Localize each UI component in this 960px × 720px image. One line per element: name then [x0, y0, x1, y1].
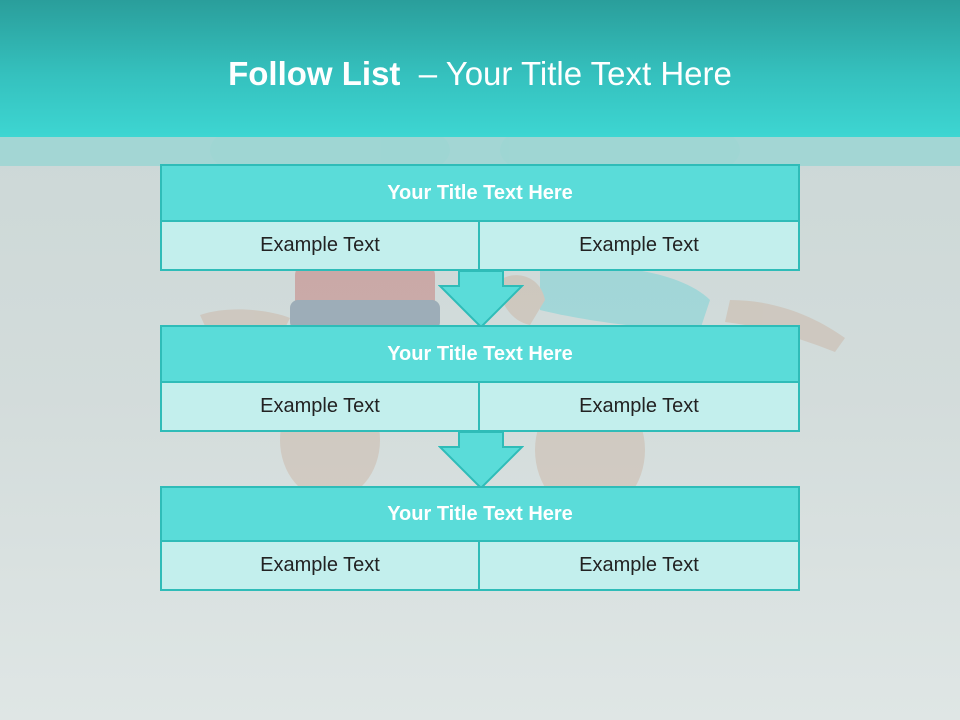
list-block-2: Your Title Text Here Example Text Exampl…	[160, 325, 800, 432]
block-title: Your Title Text Here	[160, 486, 800, 542]
block-row: Example Text Example Text	[160, 222, 800, 271]
slide-title-rest: – Your Title Text Here	[418, 55, 732, 92]
block-row: Example Text Example Text	[160, 383, 800, 432]
block-cell-left: Example Text	[160, 542, 480, 591]
block-cell-right: Example Text	[480, 383, 800, 432]
down-arrow-icon	[438, 270, 524, 328]
header-bar	[0, 0, 960, 137]
block-cell-right: Example Text	[480, 222, 800, 271]
slide-title: Follow List – Your Title Text Here	[0, 55, 960, 93]
block-title: Your Title Text Here	[160, 164, 800, 222]
down-arrow-icon	[438, 431, 524, 489]
header-band	[0, 137, 960, 166]
block-cell-right: Example Text	[480, 542, 800, 591]
block-cell-left: Example Text	[160, 222, 480, 271]
block-title: Your Title Text Here	[160, 325, 800, 383]
list-block-1: Your Title Text Here Example Text Exampl…	[160, 164, 800, 271]
slide-title-bold: Follow List	[228, 55, 401, 92]
block-cell-left: Example Text	[160, 383, 480, 432]
block-row: Example Text Example Text	[160, 542, 800, 591]
list-block-3: Your Title Text Here Example Text Exampl…	[160, 486, 800, 591]
